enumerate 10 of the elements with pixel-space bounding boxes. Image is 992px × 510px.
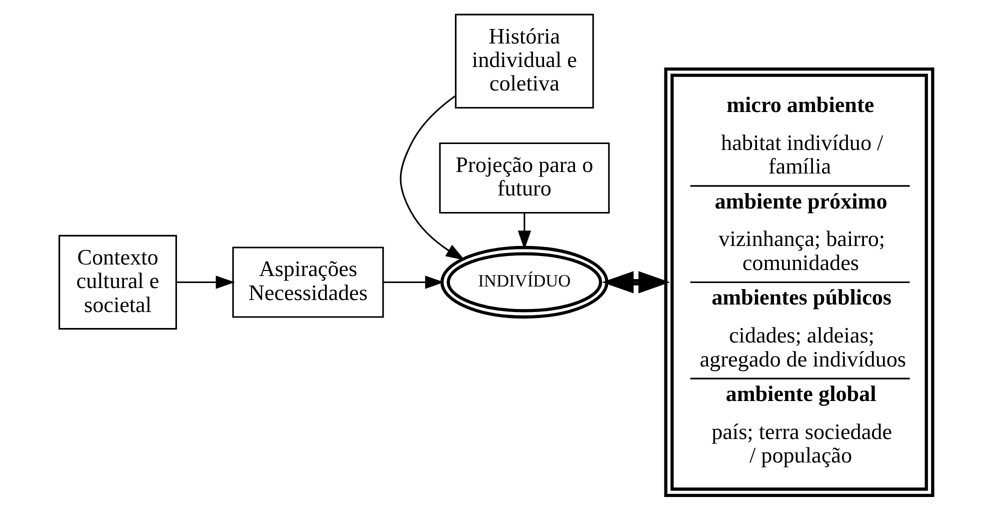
- arrow: [518, 213, 532, 250]
- arrow: [400, 95, 465, 260]
- node-box: História individual e coletiva: [454, 14, 594, 109]
- node-box: Contexto cultural e societal: [58, 234, 177, 330]
- arrow: [176, 276, 235, 289]
- arrow: [384, 276, 444, 289]
- node-box: Projeção para o futuro: [439, 142, 610, 214]
- node-box: Aspirações Necessidades: [232, 246, 384, 318]
- node-box: micro ambiente habitat indivíduo / família ambiente próximo vizinhança; bairro; comunidades ambientes públicos cidades; aldeias; agregado de indivíduos ambiente global país; terra sociedade / população: [664, 67, 934, 498]
- arrow: [602, 271, 670, 294]
